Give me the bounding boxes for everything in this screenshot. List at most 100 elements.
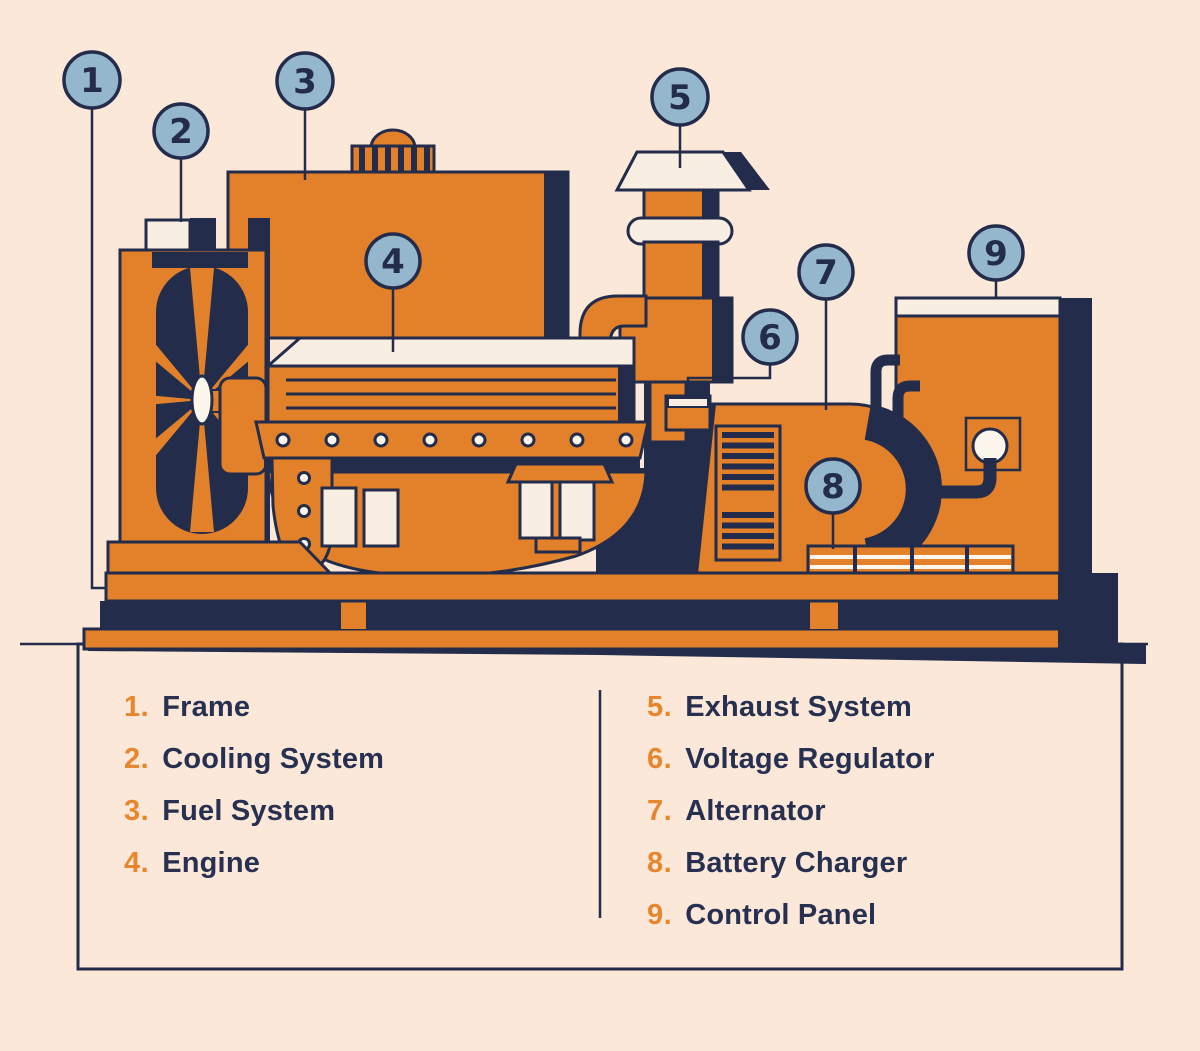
badge-8: 8 xyxy=(804,457,862,515)
badges: 1 2 3 4 5 6 7 8 xyxy=(62,50,1025,515)
badge-circle xyxy=(152,102,210,160)
badge-number: 5 xyxy=(668,78,692,118)
legend-item-label: Fuel System xyxy=(162,794,336,827)
skid-top-rail xyxy=(104,571,1074,603)
badge-circle xyxy=(364,232,422,290)
badge-circle xyxy=(275,51,335,111)
legend-item-label: Cooling System xyxy=(162,742,385,775)
legend-item-number: 2. xyxy=(124,742,150,775)
panel-side-shade xyxy=(1058,298,1092,600)
vent-bar xyxy=(722,442,774,449)
legend-item-cooling-system: 2. Cooling System xyxy=(124,733,384,785)
rivet-row xyxy=(275,432,634,448)
injector xyxy=(558,480,596,542)
legend-item-label: Alternator xyxy=(685,794,826,827)
legend-item-control-panel: 9. Control Panel xyxy=(647,889,935,941)
rivet xyxy=(569,432,585,448)
fan-blade xyxy=(190,268,214,400)
legend-item-number: 5. xyxy=(647,690,673,723)
rivet xyxy=(275,432,291,448)
badge-9: 9 xyxy=(967,224,1025,282)
legend-item-label: Battery Charger xyxy=(685,846,908,879)
valve-cover-fins xyxy=(286,378,616,410)
skid-foot xyxy=(810,601,838,629)
badge-7: 7 xyxy=(797,243,855,301)
badge-number: 8 xyxy=(821,467,845,507)
fan-blade xyxy=(156,298,202,400)
skid-channel xyxy=(100,601,1058,629)
frame-base xyxy=(82,540,1146,664)
engine xyxy=(254,336,650,578)
vent-frame xyxy=(714,424,782,562)
vent-grille-upper xyxy=(722,432,774,491)
badge-circle xyxy=(650,67,710,127)
badge-circle xyxy=(804,457,862,515)
legend-item-label: Engine xyxy=(162,846,261,879)
fan-blade xyxy=(190,400,214,532)
vent-bar xyxy=(722,533,774,539)
legend-item-number: 3. xyxy=(124,794,150,827)
oil-filter xyxy=(362,488,400,548)
legend-right-column: 5. Exhaust System 6. Voltage Regulator 7… xyxy=(647,681,935,941)
rivet xyxy=(297,471,311,485)
fan-blade xyxy=(156,400,202,502)
badge-circle xyxy=(797,243,855,301)
injector xyxy=(518,480,554,540)
outlet-socket xyxy=(971,427,1009,465)
rivet xyxy=(297,504,311,518)
vent-grille-lower xyxy=(722,512,774,550)
rivet xyxy=(373,432,389,448)
valve-cover-top xyxy=(264,336,636,368)
badge-1: 1 xyxy=(62,50,122,110)
voltage-regulator xyxy=(664,394,712,432)
legend-item-alternator: 7. Alternator xyxy=(647,785,935,837)
vent-bar xyxy=(722,543,774,550)
legend-item-label: Frame xyxy=(162,690,251,723)
radiator-header xyxy=(152,252,248,268)
rotor-end-band xyxy=(864,404,943,574)
legend-item-engine: 4. Engine xyxy=(124,837,384,889)
vent-bar xyxy=(722,522,774,529)
skid-right-foot xyxy=(1090,645,1146,662)
leader-6 xyxy=(686,364,772,397)
radiator-plinth xyxy=(106,540,334,575)
badge-2: 2 xyxy=(152,102,210,160)
badge-circle xyxy=(967,224,1025,282)
alternator-left-edge xyxy=(680,404,716,574)
head-rivet-band xyxy=(254,420,650,460)
badge-number: 3 xyxy=(293,62,317,102)
ground-shadow xyxy=(88,647,1146,664)
skid-foot xyxy=(341,601,366,629)
stack-neck-upper-shade xyxy=(702,190,718,220)
legend-item-exhaust-system: 5. Exhaust System xyxy=(647,681,935,733)
legend-item-voltage-regulator: 6. Voltage Regulator xyxy=(647,733,935,785)
badge-circle xyxy=(741,308,799,366)
vent-bar xyxy=(722,474,774,480)
regulator-top xyxy=(667,397,709,408)
rivet xyxy=(618,432,634,448)
stack-ring xyxy=(626,216,734,246)
badge-circle xyxy=(62,50,122,110)
vent-bar xyxy=(722,512,774,518)
legend-item-frame: 1. Frame xyxy=(124,681,384,733)
legend-item-fuel-system: 3. Fuel System xyxy=(124,785,384,837)
vent-bar xyxy=(722,484,774,491)
rivet xyxy=(422,432,438,448)
outlet-conduit xyxy=(898,458,997,499)
legend-item-label: Control Panel xyxy=(685,898,877,931)
legend-item-number: 4. xyxy=(124,846,150,879)
rain-cap-shade xyxy=(723,152,770,190)
badge-number: 6 xyxy=(758,318,782,358)
vent-bar xyxy=(722,463,774,470)
badge-3: 3 xyxy=(275,51,335,111)
fuel-cap-comb xyxy=(350,144,436,174)
radiator-cap-shade xyxy=(190,218,216,252)
skid-right-step xyxy=(1058,573,1118,649)
vent-bar xyxy=(722,432,774,438)
badge-number: 2 xyxy=(169,112,193,152)
fan-blade xyxy=(202,298,248,400)
rivet xyxy=(324,432,340,448)
legend-item-number: 1. xyxy=(124,690,150,723)
legend-item-label: Voltage Regulator xyxy=(685,742,935,775)
